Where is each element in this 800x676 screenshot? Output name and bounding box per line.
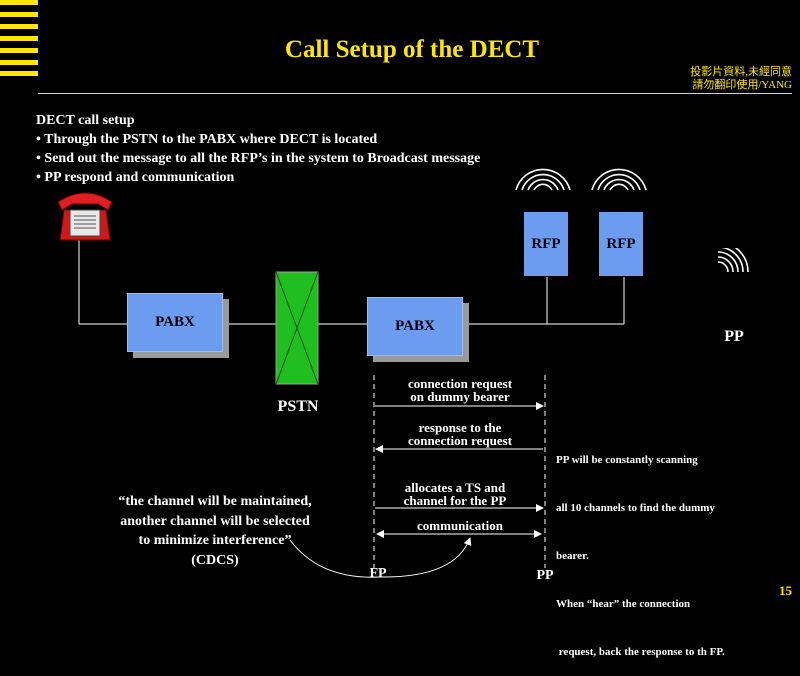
rfp-1-box: RFP: [524, 212, 568, 276]
cdcs-quote: “the channel will be maintained, another…: [90, 492, 340, 570]
note-line: When “hear” the connection: [556, 598, 691, 610]
msg-line: communication: [417, 518, 503, 533]
telephone-icon: [57, 192, 113, 241]
antenna-waves-icon: [591, 168, 647, 191]
quote-line: to minimize interference”: [138, 533, 292, 548]
pabx-left-label: PABX: [155, 314, 195, 330]
intro-heading: DECT call setup: [36, 113, 135, 128]
diagram-lines: [78, 240, 625, 578]
fp-lifeline-label: FP: [369, 566, 387, 581]
msg-line: on dummy bearer: [410, 389, 510, 404]
msg-line: response to the: [418, 420, 502, 435]
title-divider: [38, 93, 792, 94]
antenna-waves-icon: [515, 168, 571, 191]
page-number: 15: [779, 583, 792, 598]
intro-bullet-2: • Send out the message to all the RFP’s …: [36, 151, 481, 166]
note-line: request, back the response to th FP.: [556, 646, 725, 658]
pstn-label: PSTN: [277, 398, 319, 415]
copyright-line-1: 投影片資料,未經同意: [690, 66, 792, 78]
copyright-line-2: 請勿翻印使用/YANG: [692, 79, 792, 91]
quote-line: (CDCS): [191, 552, 239, 568]
slide-title: Call Setup of the DECT: [284, 36, 540, 63]
msg-allocate: allocates a TS and channel for the PP: [375, 481, 535, 507]
rfp-2-label: RFP: [606, 235, 636, 252]
pstn-switch: [275, 271, 319, 385]
pabx-left-box: PABX: [127, 293, 223, 352]
note-line: PP will be constantly scanning: [556, 454, 698, 466]
note-line: bearer.: [556, 550, 589, 562]
pp-scanning-note: PP will be constantly scanning all 10 ch…: [556, 420, 796, 676]
msg-communication: communication: [380, 519, 540, 532]
pp-label: PP: [724, 328, 744, 345]
msg-line: connection request: [407, 376, 513, 391]
pabx-right-label: PABX: [395, 318, 435, 334]
msg-line: allocates a TS and: [404, 480, 506, 495]
msg-response: response to the connection request: [380, 421, 540, 447]
quote-line: another channel will be selected: [120, 513, 310, 529]
intro-bullet-1: • Through the PSTN to the PABX where DEC…: [36, 132, 378, 147]
pp-lifeline-label: PP: [536, 568, 554, 583]
rfp-1-label: RFP: [531, 235, 561, 252]
intro-bullet-3: • PP respond and communication: [36, 170, 235, 185]
msg-line: channel for the PP: [403, 493, 507, 508]
msg-line: connection request: [407, 433, 513, 448]
msg-connection-request: connection request on dummy bearer: [380, 377, 540, 403]
pp-waves-icon: [717, 248, 749, 273]
note-line: all 10 channels to find the dummy: [556, 502, 715, 514]
rfp-2-box: RFP: [599, 212, 643, 276]
pabx-right-box: PABX: [367, 297, 463, 356]
quote-line: “the channel will be maintained,: [118, 494, 312, 509]
